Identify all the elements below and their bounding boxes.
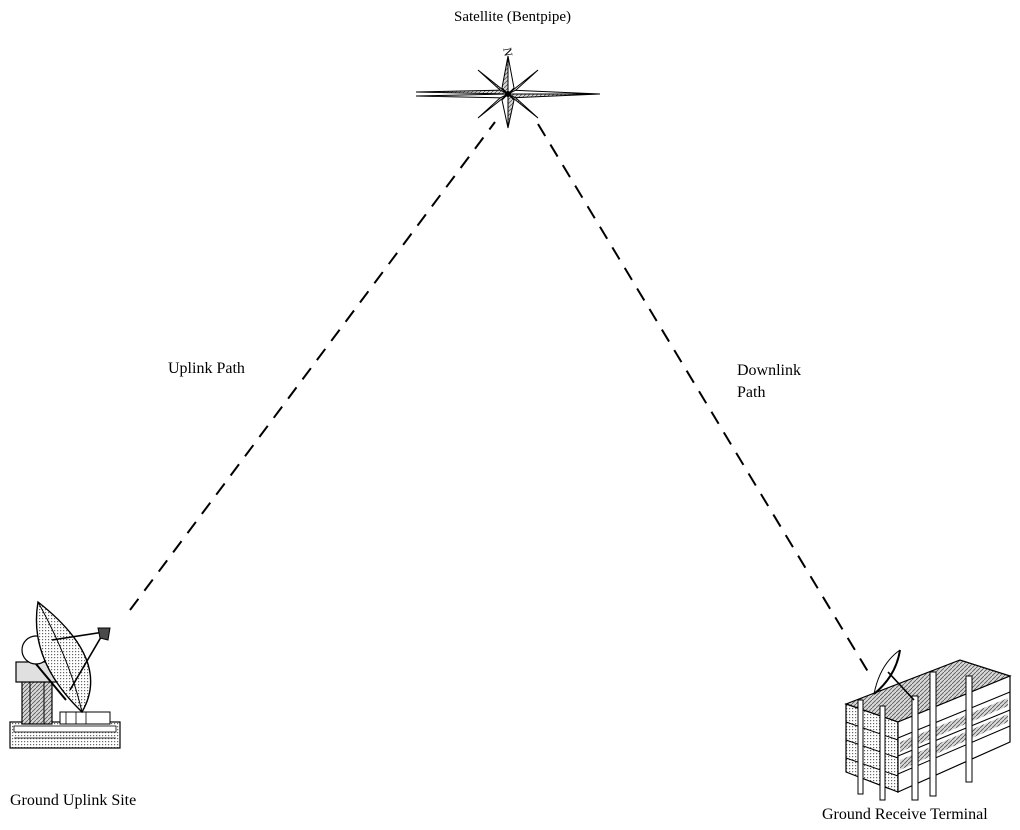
satellite-dish-icon (9, 600, 121, 749)
uplink-path-line (129, 121, 496, 611)
downlink-label-line-2: Path (737, 384, 766, 401)
ground-receive-terminal-label: Ground Receive Terminal (822, 806, 988, 823)
satellite-label: Satellite (Bentpipe) (454, 9, 572, 25)
downlink-path-label: Downlink Path (737, 360, 827, 404)
downlink-label-line-1: Downlink (737, 362, 801, 379)
building-with-antenna-icon (844, 649, 1012, 801)
compass-rose-satellite-icon: N (415, 47, 601, 129)
compass-north-letter: N (500, 47, 515, 58)
downlink-path-line (537, 123, 871, 676)
uplink-path-label: Uplink Path (168, 360, 245, 377)
ground-uplink-site-label: Ground Uplink Site (10, 792, 137, 809)
